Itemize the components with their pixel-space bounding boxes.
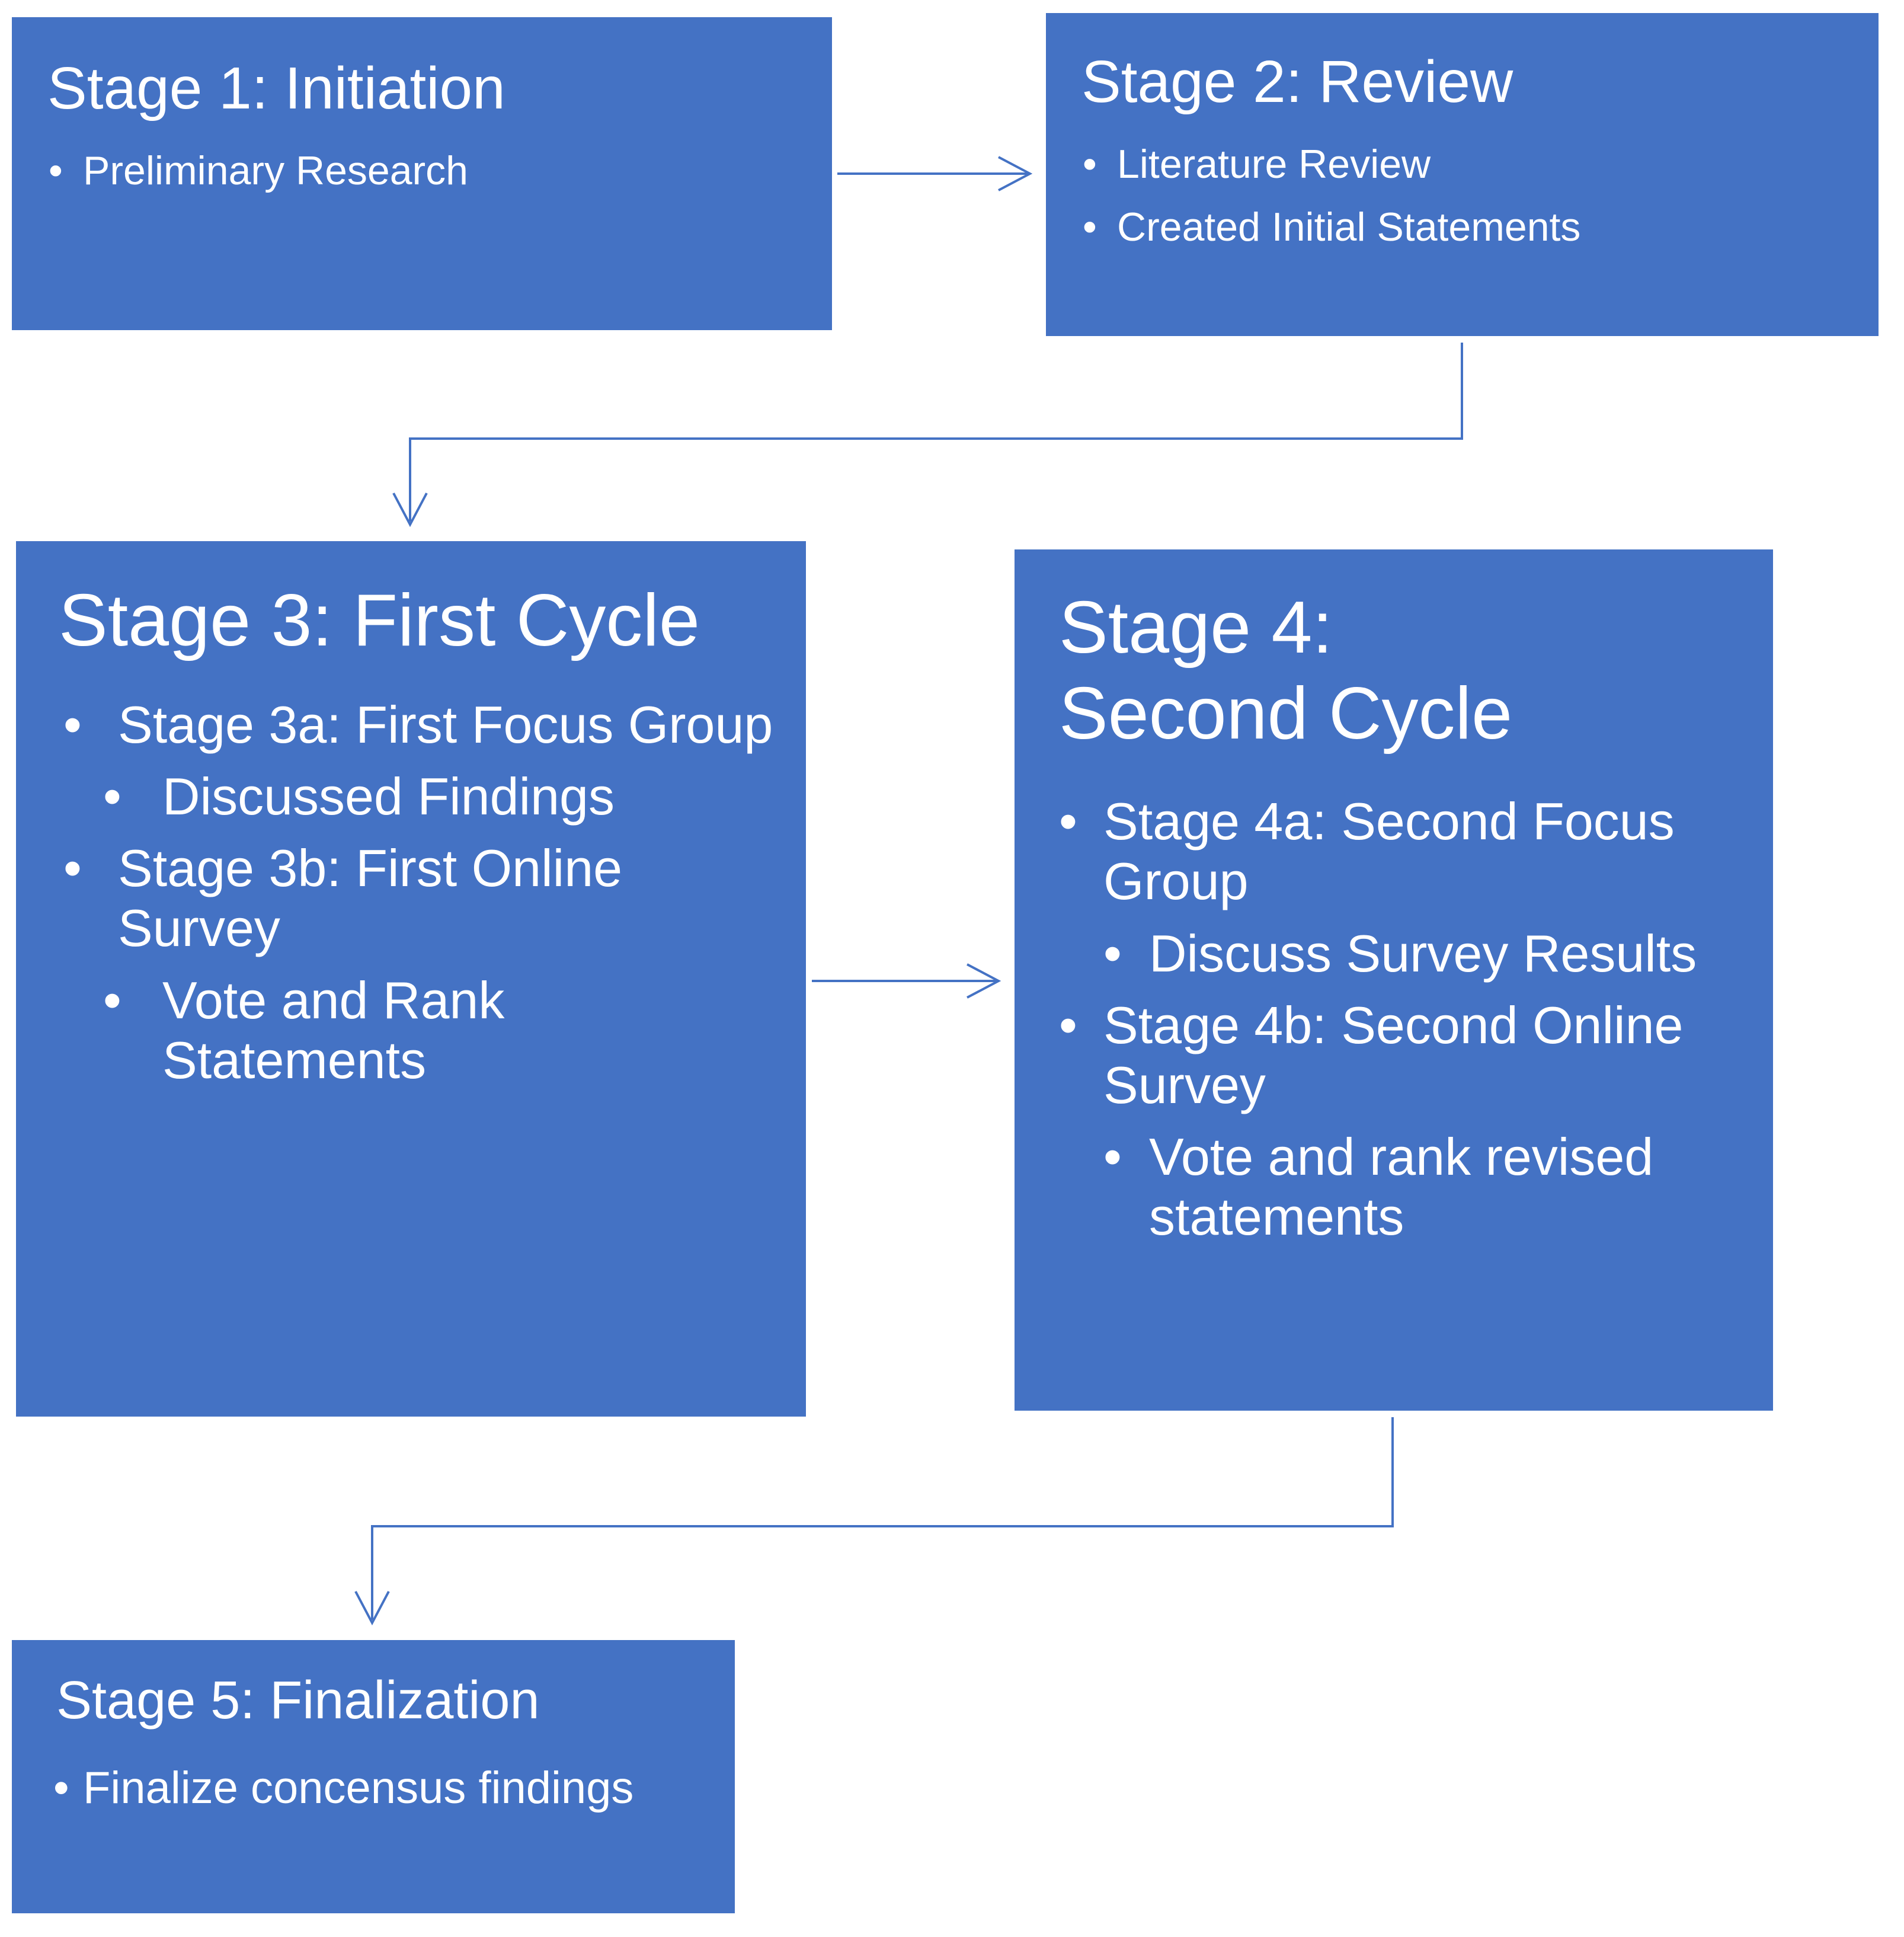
sub-list-item: Vote and Rank Statements — [59, 970, 577, 1090]
list-item: Stage 4a: Second Focus Group — [1059, 791, 1720, 911]
stage-5-list: Finalize concensus findings — [53, 1762, 735, 1814]
stage-3-list: Stage 3a: First Focus Group Discussed Fi… — [59, 695, 806, 1090]
arrow-stage3-to-stage4 — [812, 963, 1001, 999]
stage-1-list: Preliminary Research — [47, 148, 832, 194]
list-item: Literature Review — [1081, 141, 1879, 187]
sub-list-item: Discussed Findings — [59, 766, 806, 826]
sub-list-item: Vote and rank revised statements — [1059, 1127, 1771, 1246]
stage-3-title: Stage 3: First Cycle — [59, 580, 700, 661]
arrow-stage2-to-stage3 — [392, 343, 1463, 528]
stage-4-box: Stage 4: Second Cycle Stage 4a: Second F… — [1015, 549, 1773, 1411]
stage-1-title: Stage 1: Initiation — [47, 55, 505, 122]
stage-5-title: Stage 5: Finalization — [56, 1671, 540, 1730]
stage-4-list: Stage 4a: Second Focus Group Discuss Sur… — [1059, 791, 1749, 1246]
list-item: Stage 4b: Second Online Survey — [1059, 995, 1755, 1115]
stage-5-box: Stage 5: Finalization Finalize concensus… — [12, 1640, 735, 1913]
list-item: Stage 3a: First Focus Group — [59, 695, 806, 755]
stage-2-box: Stage 2: Review Literature Review Create… — [1046, 13, 1879, 336]
arrow-stage1-to-stage2 — [837, 156, 1033, 191]
stage-3-box: Stage 3: First Cycle Stage 3a: First Foc… — [16, 541, 806, 1417]
list-item: Created Initial Statements — [1081, 204, 1879, 250]
stage-2-list: Literature Review Created Initial Statem… — [1081, 141, 1879, 251]
stage-4-title: Stage 4: Second Cycle — [1059, 587, 1513, 755]
list-item: Stage 3b: First Online Survey — [59, 838, 663, 958]
list-item: Preliminary Research — [47, 148, 832, 194]
stage-1-box: Stage 1: Initiation Preliminary Research — [12, 17, 832, 330]
list-item: Finalize concensus findings — [53, 1762, 735, 1814]
arrow-stage4-to-stage5 — [354, 1417, 1394, 1626]
stage-2-title: Stage 2: Review — [1081, 49, 1513, 115]
sub-list-item: Discuss Survey Results — [1059, 923, 1749, 983]
